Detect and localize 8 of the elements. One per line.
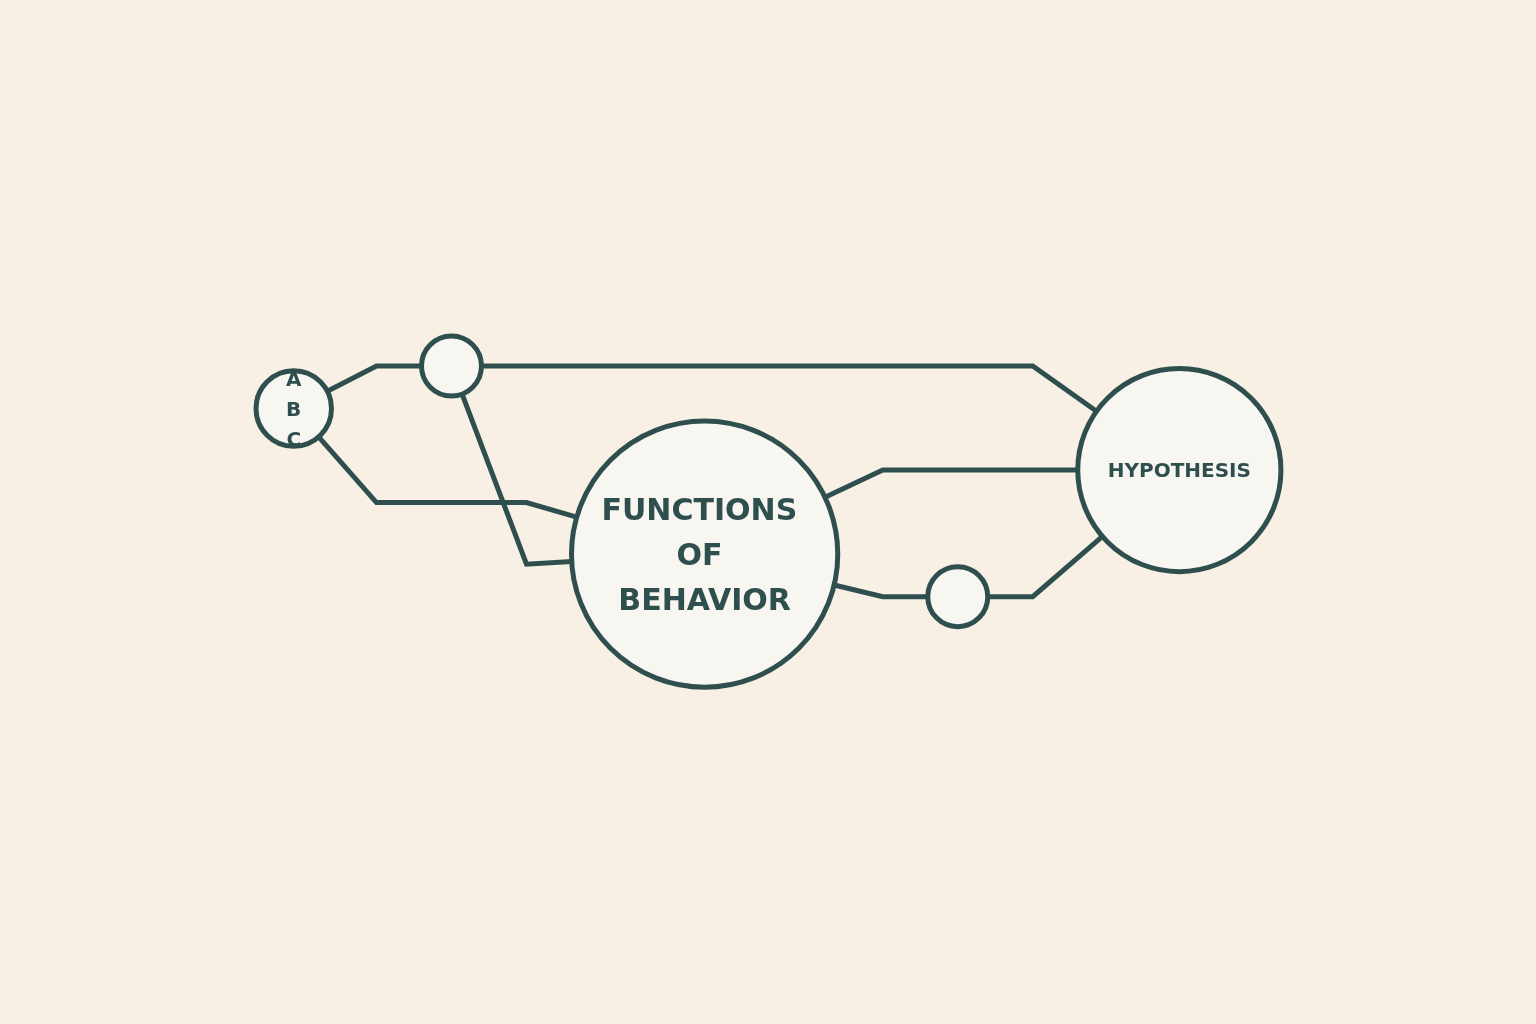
node-circle xyxy=(924,564,990,630)
node-circle xyxy=(418,333,484,399)
node-circle xyxy=(568,418,840,691)
connector xyxy=(987,534,1104,600)
node-circle xyxy=(253,368,334,450)
node-circle xyxy=(1074,366,1283,575)
connector xyxy=(316,435,577,520)
connector xyxy=(481,363,1098,414)
